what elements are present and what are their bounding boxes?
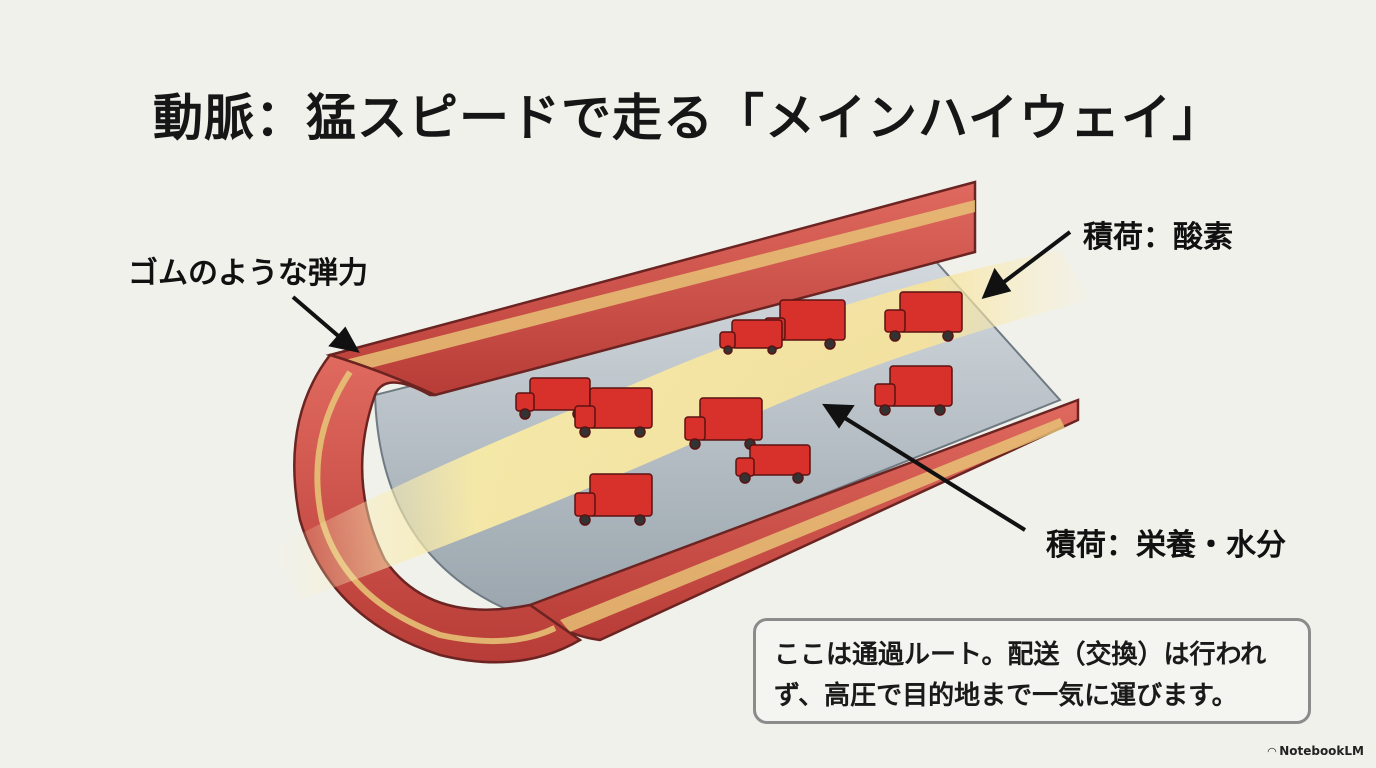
truck-3 <box>515 377 591 420</box>
arrow-oxygen <box>998 230 1072 287</box>
truck-4 <box>574 387 653 438</box>
pointer-arrows <box>291 230 1072 532</box>
arrow-elasticity <box>291 295 345 342</box>
truck-8 <box>735 444 811 484</box>
brand-name: NotebookLM <box>1279 744 1364 758</box>
notebooklm-branding: ◠ NotebookLM <box>1268 744 1364 758</box>
truck-6 <box>874 365 953 416</box>
artery-bottom-wall-stripe <box>560 418 1065 632</box>
artery-front-ring <box>293 353 583 664</box>
truck-9 <box>719 319 783 355</box>
cargo-trucks <box>515 291 963 526</box>
explanation-note: ここは通過ルート。配送（交換）は行われ ず、高圧で目的地まで一気に運びます。 <box>753 618 1311 724</box>
nutrients-cargo-label: 積荷：栄養・水分 <box>1046 528 1286 563</box>
note-line-1: ここは通過ルート。配送（交換）は行われ <box>774 640 1267 670</box>
truck-2 <box>884 291 963 342</box>
elasticity-label: ゴムのような弾力 <box>128 256 368 291</box>
artery-ring-stripe <box>314 370 557 645</box>
artery-top-wall-stripe <box>345 200 975 372</box>
blood-flow-stream <box>270 250 1090 600</box>
note-line-2: ず、高圧で目的地まで一気に運びます。 <box>774 681 1238 711</box>
oxygen-cargo-label: 積荷：酸素 <box>1083 220 1233 255</box>
page-title: 動脈：猛スピードで走る「メインハイウェイ」 <box>153 89 1223 147</box>
notebooklm-logo-icon: ◠ <box>1267 744 1277 758</box>
arrow-elasticity-head <box>328 326 360 353</box>
arrow-nutrients-head <box>822 403 855 429</box>
arrow-nutrients <box>838 413 1027 532</box>
truck-5 <box>684 397 763 450</box>
arrow-oxygen-head <box>981 267 1012 299</box>
truck-7 <box>574 473 653 526</box>
